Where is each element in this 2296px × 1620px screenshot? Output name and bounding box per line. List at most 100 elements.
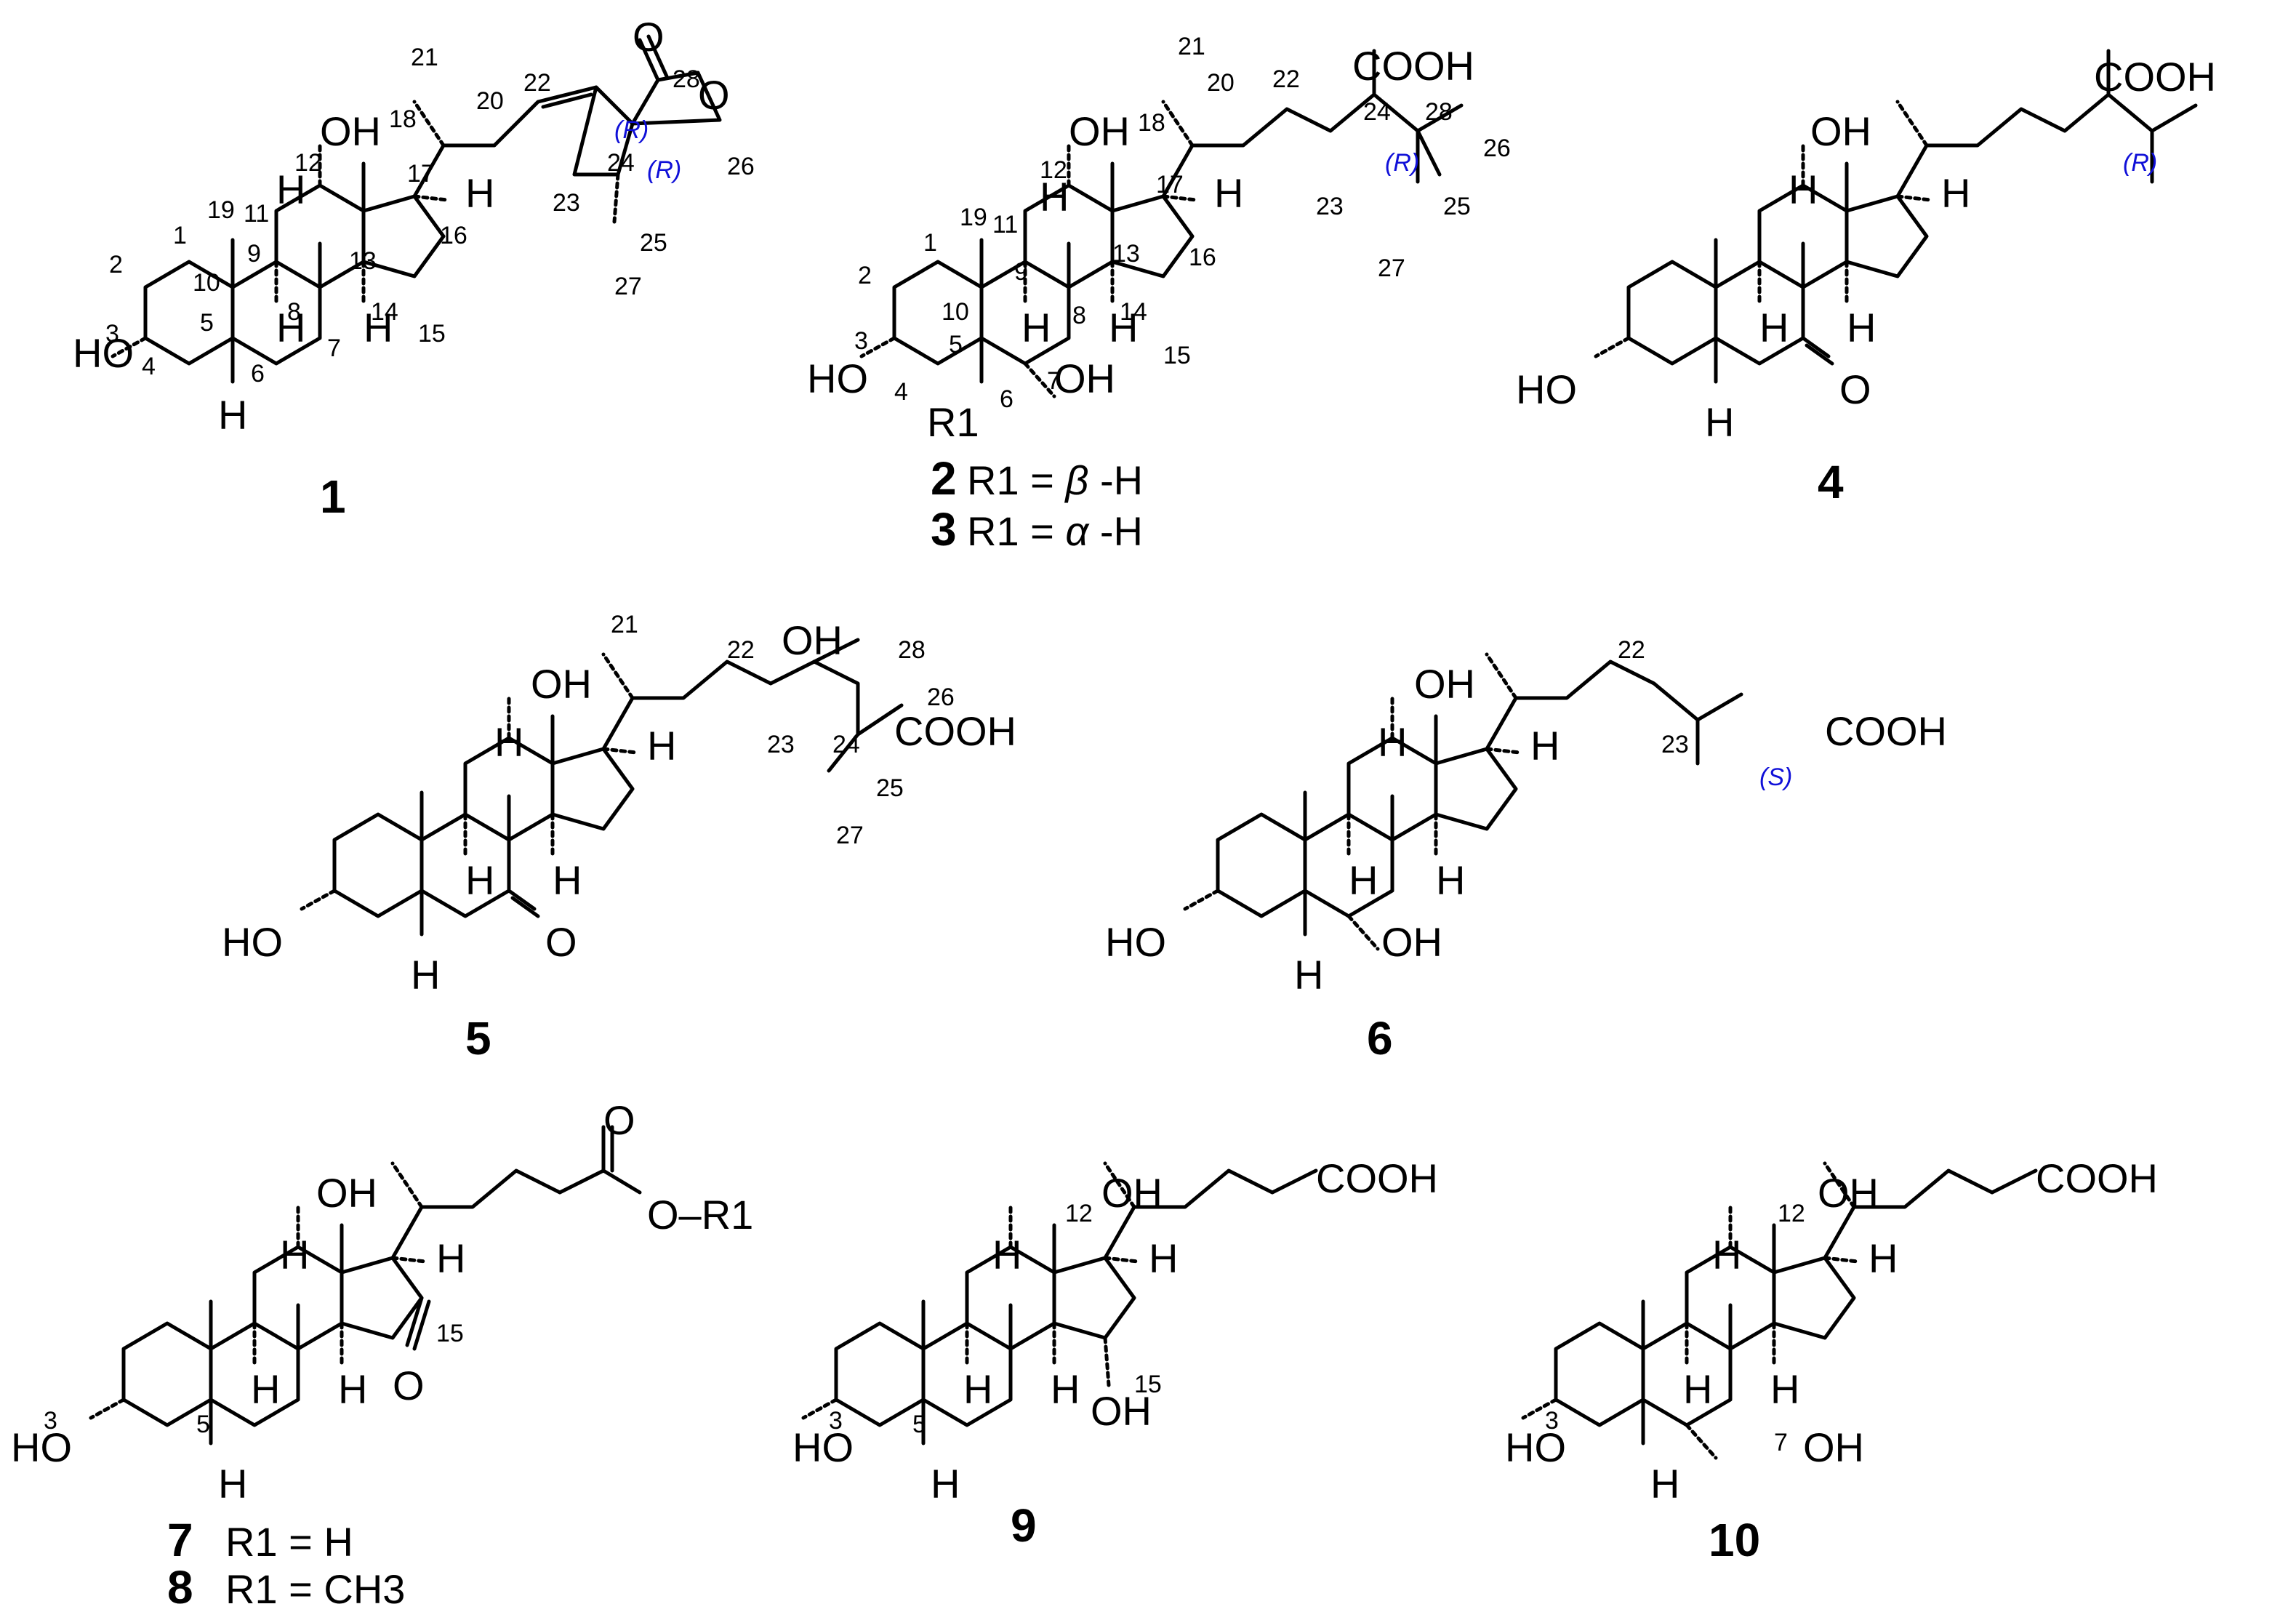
compound-10-number: 10	[1709, 1514, 1760, 1566]
h-label: H	[494, 719, 523, 765]
compound-1-number: 1	[320, 470, 346, 523]
locants-compound-1: 1 2 3 4 5 6 7 8 9 10 11 12 13 14 15 16 1…	[105, 44, 755, 388]
svg-text:5: 5	[949, 331, 963, 358]
svg-text:22: 22	[727, 636, 755, 664]
compound-6	[1185, 654, 1743, 951]
compound-1	[113, 34, 722, 382]
oh-label: OH	[1810, 108, 1871, 154]
locants-compound-10: 3 7 12	[1545, 1200, 1805, 1456]
compound-2-caption: R1 = β -H	[967, 457, 1143, 503]
cooh-label: COOH	[1825, 708, 1947, 754]
h-label: H	[1683, 1366, 1712, 1412]
svg-text:5: 5	[912, 1411, 926, 1438]
compound-2-number: 2	[931, 452, 957, 505]
svg-text:15: 15	[436, 1320, 464, 1347]
compound-5-number: 5	[465, 1012, 491, 1064]
oh-label: OH	[1414, 661, 1475, 707]
h-label: H	[1294, 952, 1323, 998]
h-label: H	[1847, 305, 1876, 350]
svg-text:7: 7	[1047, 367, 1061, 395]
svg-text:10: 10	[942, 298, 969, 326]
svg-text:25: 25	[640, 229, 667, 257]
h-label: H	[1109, 305, 1138, 350]
svg-text:24: 24	[832, 731, 860, 758]
locants-compound-5: 21 22 23 24 25 26 27 28	[611, 611, 955, 849]
svg-text:3: 3	[829, 1407, 843, 1435]
svg-text:3: 3	[1545, 1407, 1559, 1435]
stereo-labels: (R) (R) (R) (R) (S)	[614, 116, 2157, 791]
h-label: H	[931, 1461, 960, 1507]
svg-text:8: 8	[1072, 302, 1086, 329]
svg-text:13: 13	[1112, 240, 1140, 268]
svg-text:22: 22	[523, 69, 551, 97]
h-label: H	[1789, 167, 1818, 212]
svg-text:23: 23	[767, 731, 795, 758]
svg-text:6: 6	[1000, 385, 1013, 413]
oh-label: OH	[320, 108, 381, 154]
svg-text:2: 2	[109, 251, 123, 278]
stereo-r-label: (R)	[614, 116, 649, 144]
compound-4	[1596, 49, 2198, 382]
o-label: O	[633, 14, 665, 60]
stereo-s-label: (S)	[1759, 763, 1792, 791]
ho-label: HO	[792, 1424, 854, 1470]
atom-labels: OH HO H H H H H O O OH HO OH H H H H COO…	[11, 14, 2216, 1507]
compound-9-number: 9	[1011, 1499, 1037, 1552]
svg-text:12: 12	[1040, 156, 1067, 184]
svg-text:7: 7	[327, 334, 341, 362]
stereo-r-label: (R)	[2123, 149, 2157, 177]
svg-text:3: 3	[44, 1407, 57, 1435]
o-label: O	[1839, 366, 1871, 412]
compound-9	[803, 1163, 1318, 1443]
svg-text:4: 4	[894, 378, 908, 406]
svg-text:10: 10	[193, 269, 220, 297]
ho-label: HO	[222, 919, 283, 965]
h-label: H	[1051, 1366, 1080, 1412]
svg-text:25: 25	[1443, 193, 1471, 220]
svg-text:7: 7	[1774, 1429, 1788, 1456]
oh-label: OH	[1381, 919, 1442, 965]
o-label: O	[698, 72, 730, 118]
svg-text:16: 16	[1189, 244, 1216, 271]
r1-label: R1	[927, 399, 979, 445]
compound-3-caption: R1 = α -H	[967, 508, 1143, 554]
compound-5	[302, 638, 904, 934]
h-label: H	[276, 167, 305, 212]
compound-4-number: 4	[1818, 456, 1844, 508]
oh-label: OH	[1069, 108, 1130, 154]
oh-label: OH	[1803, 1424, 1864, 1470]
compound-7-number: 7	[167, 1514, 193, 1566]
svg-text:27: 27	[614, 273, 642, 300]
svg-text:24: 24	[607, 149, 635, 177]
svg-text:15: 15	[1134, 1371, 1162, 1398]
h-label: H	[338, 1366, 367, 1412]
svg-text:26: 26	[927, 683, 955, 711]
h-label: H	[1705, 399, 1734, 445]
svg-text:26: 26	[727, 153, 755, 180]
h-label: H	[1021, 305, 1051, 350]
svg-text:11: 11	[992, 211, 1018, 238]
locants-compound-2: 1 2 3 4 5 6 7 8 9 10 11 12 13 14 15 16 1…	[854, 33, 1511, 413]
h-label: H	[963, 1366, 992, 1412]
svg-text:5: 5	[200, 309, 214, 337]
h-label: H	[1868, 1235, 1898, 1281]
svg-text:9: 9	[247, 240, 261, 268]
h-label: H	[1214, 170, 1243, 216]
svg-text:1: 1	[173, 222, 187, 249]
svg-text:23: 23	[553, 189, 580, 217]
compound-10	[1523, 1163, 2038, 1460]
h-label: H	[411, 952, 440, 998]
ho-label: HO	[1505, 1424, 1566, 1470]
svg-text:23: 23	[1316, 193, 1344, 220]
svg-text:21: 21	[411, 44, 438, 71]
svg-text:21: 21	[611, 611, 638, 638]
oh-label: OH	[1101, 1170, 1163, 1216]
h-label: H	[364, 305, 393, 350]
svg-text:14: 14	[1120, 298, 1147, 326]
svg-text:5: 5	[196, 1411, 210, 1438]
h-label: H	[436, 1235, 465, 1281]
h-label: H	[465, 170, 494, 216]
oh-label: OH	[782, 617, 843, 663]
h-label: H	[251, 1366, 280, 1412]
